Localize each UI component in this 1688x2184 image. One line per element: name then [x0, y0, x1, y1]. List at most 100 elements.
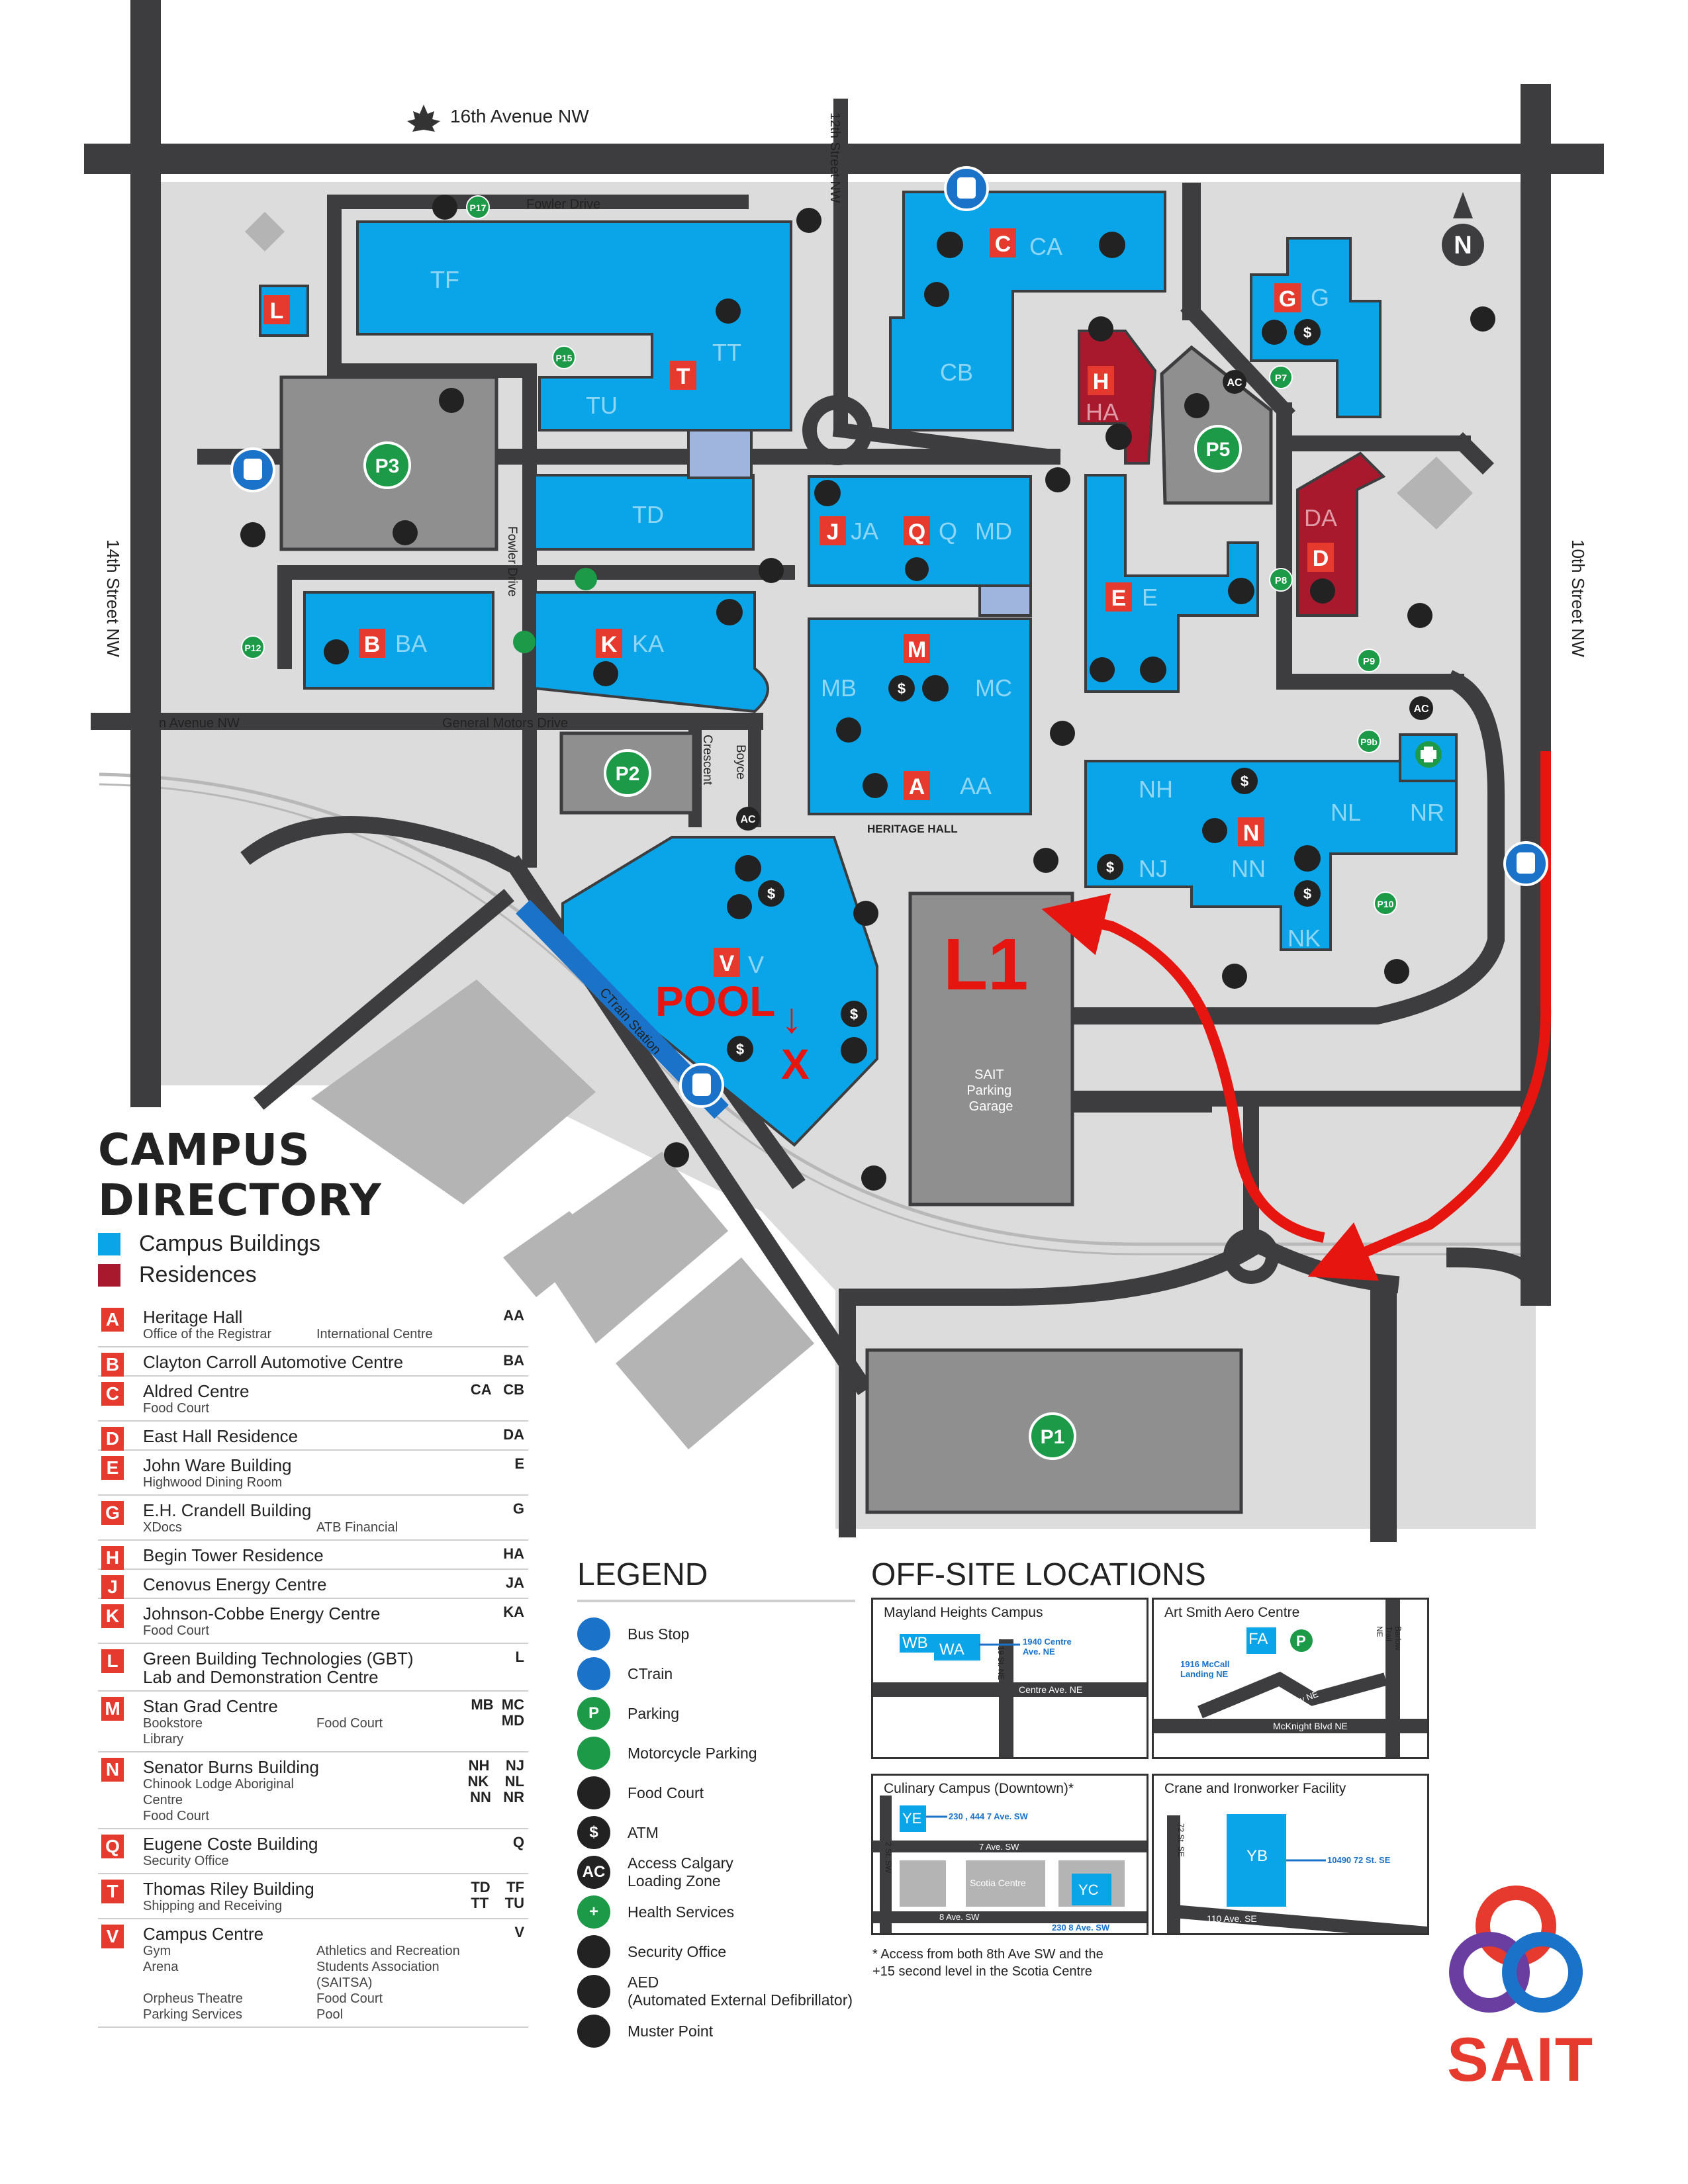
- road-fowler-top: Fowler Drive: [526, 197, 600, 212]
- legend-item: CTrain: [577, 1654, 855, 1694]
- svg-text:G: G: [1311, 284, 1329, 311]
- svg-text:CB: CB: [940, 359, 973, 386]
- badge-g: G: [1274, 283, 1301, 312]
- directory-codes: CA CB: [470, 1381, 524, 1398]
- directory-subitems: Shipping and Receiving: [143, 1898, 528, 1914]
- svg-text:N: N: [1454, 232, 1472, 259]
- food-court-icon: [814, 480, 841, 506]
- svg-text:NR: NR: [1410, 799, 1444, 826]
- garage-label: SAIT Parking Garage: [966, 1068, 1015, 1114]
- badge-k: K: [596, 629, 622, 658]
- svg-text:CA: CA: [1029, 233, 1062, 260]
- roads: [84, 0, 1604, 1542]
- muster-point-icon: [796, 208, 821, 233]
- svg-text:E: E: [1142, 584, 1158, 611]
- parking-p12: P12: [241, 635, 265, 659]
- directory-codes: V: [514, 1924, 524, 1940]
- directory-codes: MB MC MD: [471, 1696, 524, 1729]
- road-gm-drive: General Motors Drive: [442, 716, 568, 731]
- road-avenue-partial: n Avenue NW: [159, 716, 240, 731]
- directory-codes: HA: [503, 1545, 524, 1562]
- directory-subitem: Gym: [143, 1944, 171, 1958]
- badge-l: L: [263, 295, 290, 324]
- svg-text:Q: Q: [908, 520, 925, 545]
- svg-text:$: $: [850, 1006, 858, 1023]
- access-calgary-icon: AC: [577, 1856, 610, 1889]
- svg-text:$: $: [1303, 886, 1311, 902]
- directory-subitem: Arena: [143, 1960, 179, 1974]
- atm-icon: $: [577, 1816, 610, 1849]
- access-calgary-icon: AC: [1223, 370, 1246, 394]
- svg-text:J: J: [827, 520, 839, 545]
- directory-title: CAMPUS DIRECTORY: [98, 1124, 382, 1226]
- route-arrow-10th: [1307, 751, 1552, 1281]
- directory-letter-badge: M: [101, 1697, 124, 1721]
- food-court-icon: [922, 675, 949, 702]
- svg-text:B: B: [364, 632, 381, 657]
- legend-label: Health Services: [628, 1903, 735, 1921]
- service-icons: $ $ $ $ $ $ $ $: [240, 195, 1495, 1191]
- offcampus-block-1: [311, 979, 596, 1205]
- muster-point-icon: [1033, 848, 1058, 873]
- svg-text:P8: P8: [1275, 575, 1287, 586]
- directory-name: East Hall Residence: [143, 1426, 299, 1446]
- directory-subitem: Pool: [316, 2007, 344, 2022]
- legend-label: Parking: [628, 1704, 679, 1722]
- aed-icon: [924, 282, 949, 307]
- svg-text:P1: P1: [1041, 1426, 1065, 1448]
- aed-icon: [716, 298, 741, 324]
- directory-letter-badge: T: [101, 1880, 124, 1903]
- directory-letter-badge: J: [101, 1575, 124, 1599]
- directory-subitems: Security Office: [143, 1853, 528, 1869]
- legend-item: Bus Stop: [577, 1614, 855, 1654]
- svg-text:$: $: [1106, 859, 1114, 876]
- directory-letter-badge: B: [101, 1353, 124, 1377]
- svg-text:AA: AA: [960, 772, 992, 799]
- badge-t: T: [670, 361, 696, 390]
- directory-name: Clayton Carroll Automotive Centre: [143, 1352, 404, 1372]
- access-calgary-markers: AC AC AC: [736, 370, 1433, 831]
- offsite-mayland: Mayland Heights Campus WB WA 1940 Centre…: [871, 1598, 1149, 1759]
- badge-c: C: [990, 228, 1016, 257]
- atm-icon: $: [1294, 319, 1321, 345]
- svg-text:P2: P2: [616, 763, 640, 785]
- food-court-icon: [1099, 232, 1125, 258]
- food-court-icon: [735, 855, 761, 882]
- access-calgary-icon: AC: [1409, 696, 1433, 720]
- directory-subitem: Parking Services: [143, 2007, 243, 2022]
- svg-text:C: C: [995, 232, 1011, 257]
- directory-subitem: ATB Financial: [316, 1520, 399, 1535]
- directory-name: Heritage Hall: [143, 1307, 243, 1327]
- road-14th-st: 14th Street NW: [103, 539, 123, 657]
- svg-text:$: $: [1241, 773, 1248, 790]
- muster-point-icon: [439, 388, 464, 413]
- directory-name: Aldred Centre: [143, 1381, 250, 1401]
- svg-text:T: T: [677, 364, 690, 389]
- directory-subitem: Food Court: [316, 1716, 383, 1731]
- atm-icon: $: [1097, 854, 1123, 880]
- residence-buildings: [1078, 330, 1386, 617]
- svg-text:NN: NN: [1231, 855, 1266, 882]
- muster-point-icon: [1184, 393, 1209, 418]
- badge-b: B: [359, 629, 385, 658]
- svg-text:TT: TT: [712, 339, 741, 366]
- directory-letter-badge: G: [101, 1501, 124, 1525]
- food-court-icon: [937, 232, 963, 258]
- svg-text:DA: DA: [1304, 504, 1337, 531]
- atm-icon: $: [888, 675, 915, 702]
- road-12th-st: 12th Street NW: [827, 113, 842, 203]
- directory-subitem: Food Court: [316, 1991, 383, 2006]
- muster-point-icon: [759, 558, 784, 583]
- directory-subitem: International Centre: [316, 1327, 433, 1342]
- directory-name: Begin Tower Residence: [143, 1545, 324, 1565]
